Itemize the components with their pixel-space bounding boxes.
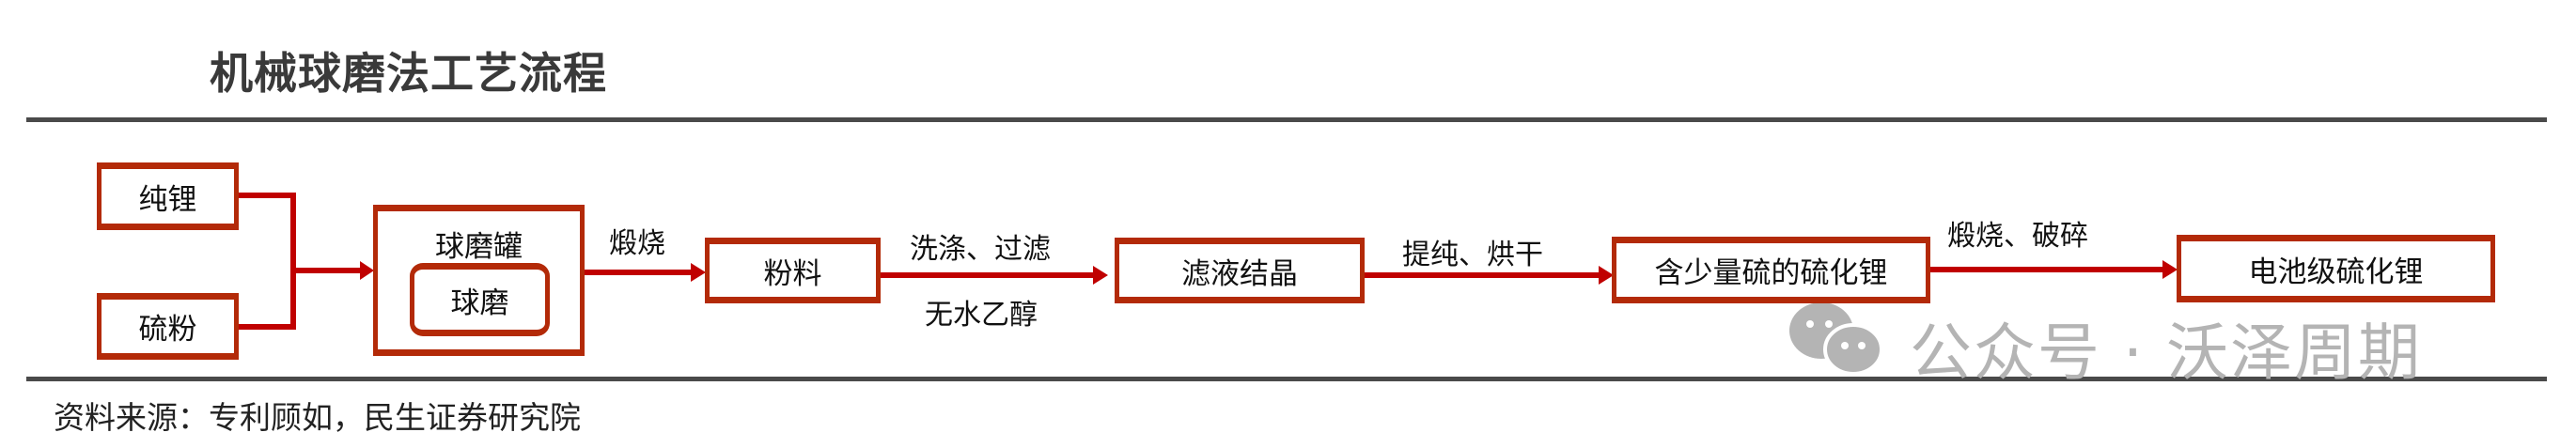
node-label: 含少量硫的硫化锂	[1654, 256, 1888, 290]
node-sulfur: 硫粉	[97, 293, 239, 360]
bottom-divider	[26, 377, 2547, 381]
node-ball-mill: 球磨	[410, 263, 550, 336]
node-label: 纯锂	[138, 182, 197, 217]
watermark: 公众号 · 沃泽周期	[1910, 317, 2422, 389]
node-powder: 粉料	[705, 238, 881, 303]
node-lithium: 纯锂	[97, 162, 239, 230]
source-note: 资料来源：专利顾如，民生证券研究院	[54, 399, 581, 436]
wechat-icon	[1789, 302, 1883, 376]
arrowhead	[2162, 260, 2178, 279]
node-label: 滤液结晶	[1181, 256, 1298, 291]
arrowhead	[1599, 266, 1614, 285]
node-crystallization: 滤液结晶	[1115, 238, 1365, 303]
edge-label-calcine-crush: 煅烧、破碎	[1947, 220, 2088, 253]
edge-label-calcine: 煅烧	[609, 227, 665, 260]
node-label: 球磨罐	[435, 230, 523, 264]
connector-lithium	[239, 193, 296, 272]
edge-label-anhydrous-ethanol: 无水乙醇	[925, 299, 1038, 332]
node-label: 电池级硫化锂	[2248, 255, 2424, 289]
arrowhead	[691, 263, 706, 282]
arrowhead	[1093, 266, 1108, 285]
edge-label-purify-dry: 提纯、烘干	[1402, 239, 1543, 271]
node-battery-li2s: 电池级硫化锂	[2177, 235, 2495, 302]
node-label: 硫粉	[138, 313, 197, 347]
node-crude-li2s: 含少量硫的硫化锂	[1612, 237, 1930, 303]
page-title: 机械球磨法工艺流程	[210, 48, 607, 99]
connector-sulfur	[239, 270, 296, 330]
arrowhead	[360, 261, 374, 280]
node-label: 球磨	[450, 286, 509, 320]
node-label: 粉料	[763, 256, 822, 291]
edge-label-wash-filter: 洗涤、过滤	[910, 233, 1051, 266]
top-divider	[26, 117, 2547, 122]
